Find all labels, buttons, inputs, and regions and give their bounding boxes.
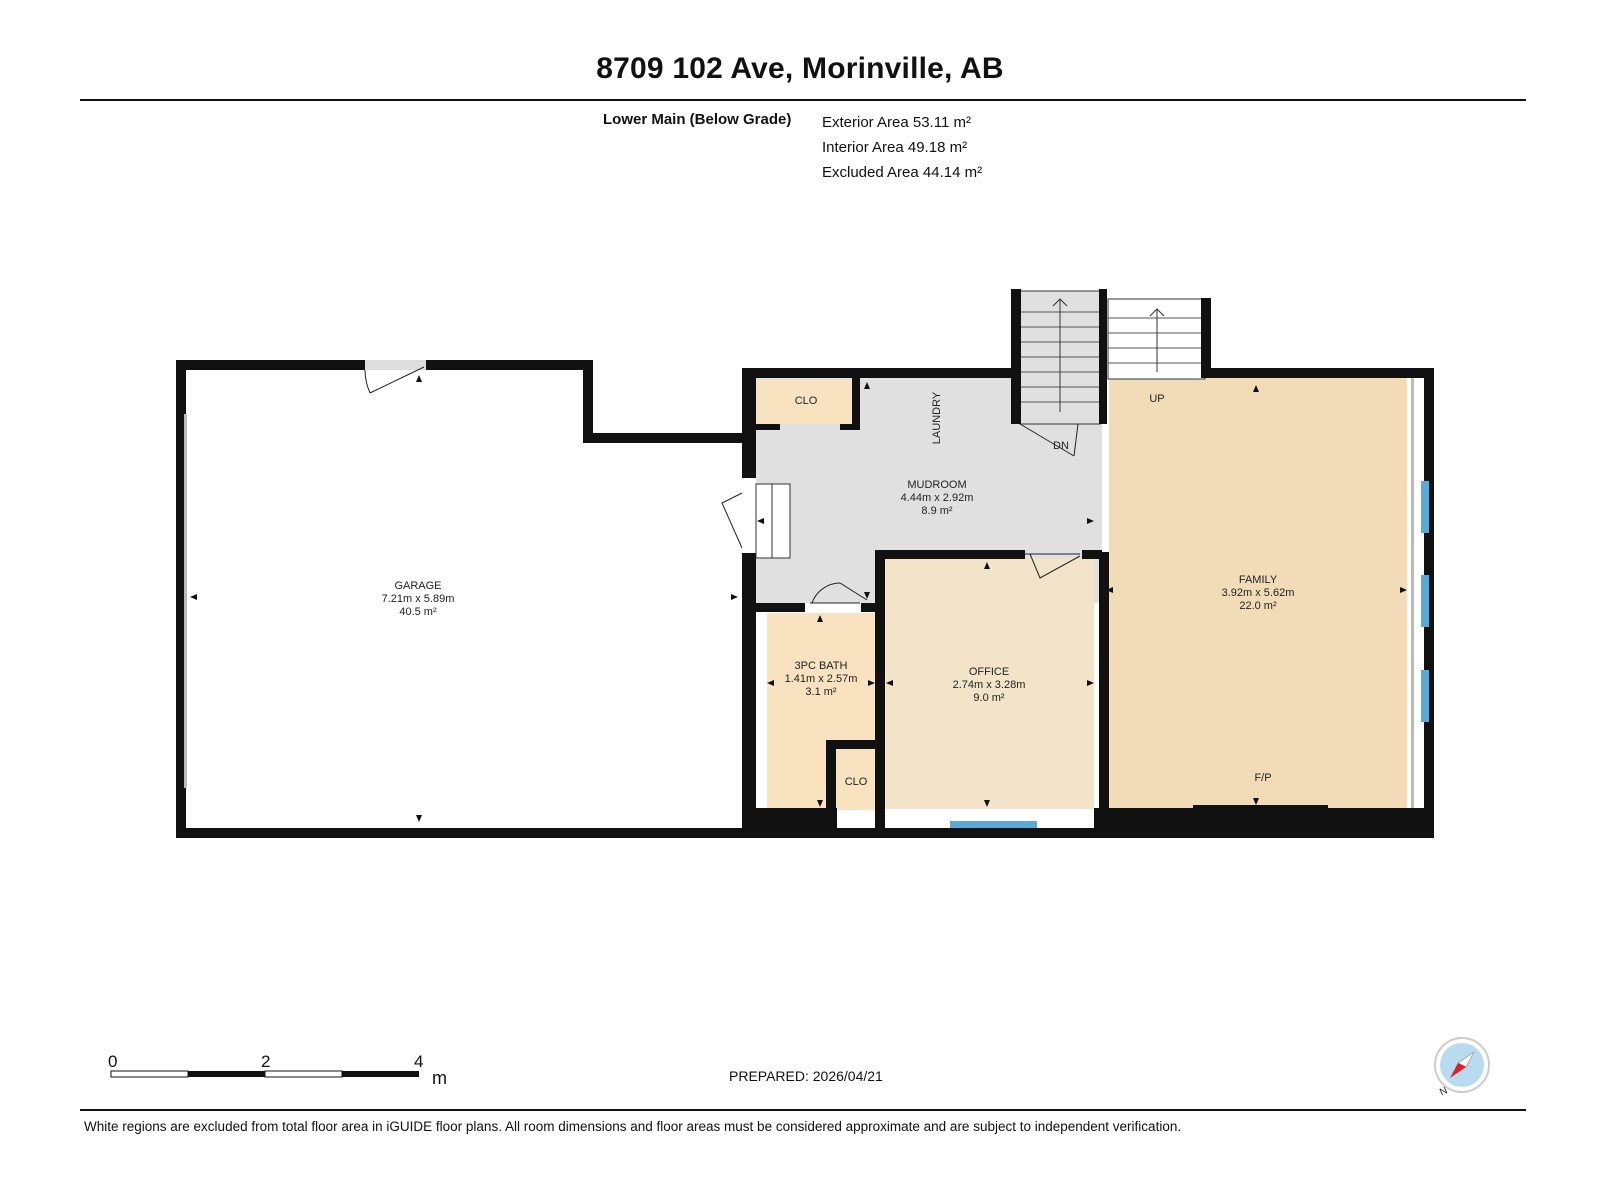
garage-dims: 7.21m x 5.89m [382,593,455,605]
family-floor [1109,378,1407,808]
compass-north-label: N [1438,1085,1449,1098]
disclaimer-text: White regions are excluded from total fl… [84,1119,1182,1134]
doors [364,360,1081,604]
scale-segment-2 [188,1071,265,1077]
closet-top-label: CLO [795,395,818,407]
prepared-date: PREPARED: 2026/04/21 [729,1068,883,1084]
scale-segment-3 [264,1070,343,1078]
family-dims: 3.92m x 5.62m [1222,587,1295,599]
mudroom-area: 8.9 m² [921,505,953,517]
bath-dims: 1.41m x 2.57m [785,673,858,685]
scale-label-4: 4 [414,1052,424,1071]
scale-bar [110,1070,419,1078]
scale-unit: m [432,1068,447,1088]
level-name: Lower Main (Below Grade) [603,111,792,128]
fireplace-hearth [1193,805,1328,811]
closet-bottom-floor [837,750,875,810]
compass-icon: N [1434,1037,1490,1098]
office-dims: 2.74m x 3.28m [953,679,1026,691]
excluded-area: Excluded Area 44.14 m² [822,164,983,181]
scale-segment-4 [342,1071,419,1077]
mudroom-dims: 4.44m x 2.92m [901,492,974,504]
family-area: 22.0 m² [1239,600,1277,612]
garage-name: GARAGE [394,580,441,592]
closet-bottom-label: CLO [845,776,868,788]
stairs-up [1107,298,1206,380]
mudroom-name: MUDROOM [907,479,966,491]
bath-area: 3.1 m² [805,686,837,698]
scale-label-0: 0 [108,1052,118,1071]
scale-label-2: 2 [261,1052,271,1071]
page-title: 8709 102 Ave, Morinville, AB [596,52,1004,85]
exterior-area: Exterior Area 53.11 m² [822,114,971,131]
dimension-markers [190,375,1407,822]
stairs-up-label: UP [1149,393,1164,405]
office-name: OFFICE [969,666,1009,678]
fireplace-label: F/P [1254,772,1271,784]
footer-divider [80,1109,1526,1111]
interior-area: Interior Area 49.18 m² [822,139,968,156]
area-summary: Exterior Area 53.11 m² Interior Area 49.… [822,110,982,185]
bath-name: 3PC BATH [795,660,848,672]
family-name: FAMILY [1239,574,1278,586]
header-divider [80,99,1526,101]
laundry-label: LAUNDRY [931,391,943,444]
office-floor [884,559,1094,809]
stairs-down-label: DN [1053,440,1069,452]
stairs-down [1019,290,1101,425]
closet-top-floor [756,380,852,424]
garage-area: 40.5 m² [399,606,437,618]
windows [184,378,1429,828]
scale-segment-1 [110,1070,189,1078]
office-area: 9.0 m² [973,692,1005,704]
